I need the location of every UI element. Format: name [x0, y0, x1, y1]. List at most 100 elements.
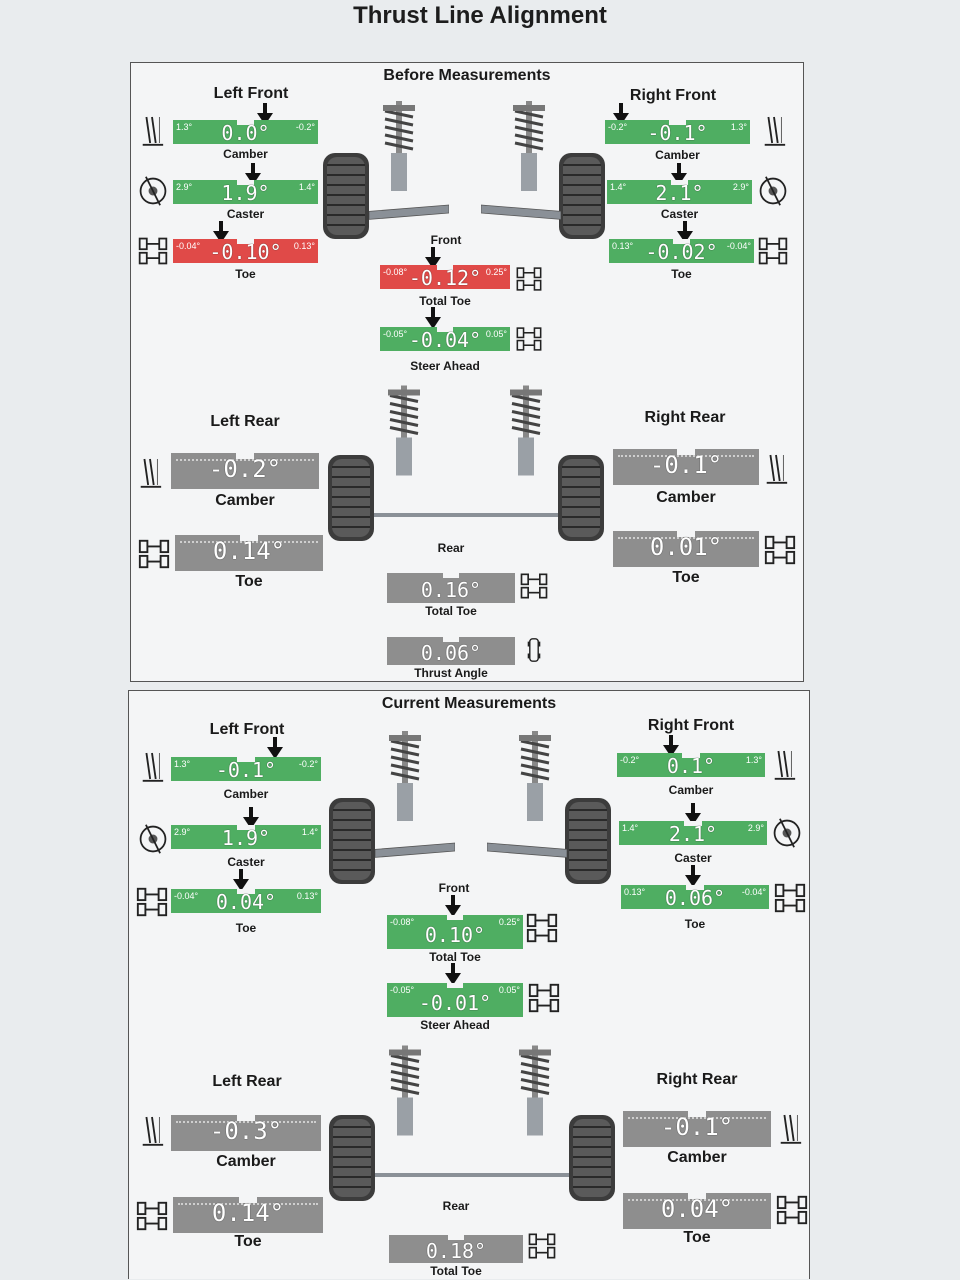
- camber-icon: [141, 116, 165, 146]
- current-rr-camber-gauge: -0.1°: [623, 1111, 771, 1147]
- gauge-value: -0.02°: [645, 240, 718, 264]
- rear-suspension-illustration: [327, 1043, 617, 1203]
- current-rf-caster-gauge: 1.4° 2.9° 2.1°: [619, 821, 767, 845]
- current-lr-toe-gauge: 0.14°: [173, 1197, 323, 1233]
- before-lf-caster-gauge: 2.9° 1.4° 1.9°: [173, 180, 318, 204]
- indicator-arrow-icon: [267, 737, 283, 759]
- gauge-value: 0.14°: [211, 1199, 285, 1227]
- gauge-value: 1.9°: [221, 181, 270, 205]
- camber-icon: [141, 752, 165, 782]
- current-rf-camber-gauge: -0.2° 1.3° 0.1°: [617, 753, 765, 777]
- gauge-label: Steer Ahead: [410, 359, 480, 373]
- indicator-arrow-icon: [233, 869, 249, 891]
- gauge-label: Camber: [655, 148, 700, 162]
- camber-icon: [141, 1116, 165, 1146]
- gauge-value: 2.1°: [668, 822, 718, 846]
- gauge-value: -0.1°: [215, 758, 277, 782]
- current-rear-total-toe-gauge: 0.18°: [389, 1235, 523, 1263]
- toe-icon: [136, 1201, 168, 1231]
- current-right-front-title: Right Front: [647, 717, 735, 734]
- gauge-value: 1.9°: [221, 826, 271, 850]
- gauge-label: Total Toe: [430, 1264, 482, 1278]
- gauge-label: Camber: [656, 489, 716, 506]
- current-left-rear-title: Left Rear: [212, 1073, 282, 1090]
- current-panel-title: Current Measurements: [381, 695, 557, 712]
- camber-icon: [765, 454, 789, 484]
- caster-icon: [139, 175, 167, 207]
- gauge-label: Camber: [216, 1153, 276, 1170]
- toe-icon: [136, 887, 168, 917]
- before-left-front-title: Left Front: [213, 85, 289, 102]
- gauge-label: Total Toe: [429, 950, 481, 964]
- before-rr-camber-gauge: -0.1°: [613, 449, 759, 485]
- gauge-value: -0.1°: [649, 451, 723, 479]
- gauge-label: Camber: [223, 147, 268, 161]
- rear-label: Rear: [442, 1199, 470, 1213]
- before-lf-toe-gauge: -0.04° 0.13° -0.10°: [173, 239, 318, 263]
- front-label: Front: [430, 233, 462, 247]
- before-right-rear-title: Right Rear: [644, 409, 726, 426]
- gauge-label: Caster: [226, 207, 265, 221]
- gauge-value: 0.0°: [221, 121, 270, 145]
- before-rf-toe-gauge: 0.13° -0.04° -0.02°: [609, 239, 754, 263]
- gauge-label: Total Toe: [419, 294, 471, 308]
- gauge-label: Toe: [235, 267, 256, 281]
- current-measurements-panel: Current Measurements Left Front 1.3° -0.…: [128, 690, 810, 1279]
- before-rf-caster-gauge: 1.4° 2.9° 2.1°: [607, 180, 752, 204]
- gauge-value: 0.06°: [420, 641, 482, 665]
- toe-icon: [758, 237, 788, 265]
- before-rr-toe-gauge: 0.01°: [613, 531, 759, 567]
- gauge-label: Toe: [671, 267, 692, 281]
- gauge-label: Toe: [234, 1233, 262, 1250]
- gauge-label: Toe: [235, 921, 257, 935]
- before-thrust-angle-gauge: 0.06°: [387, 637, 515, 665]
- gauge-value: -0.12°: [408, 266, 482, 290]
- before-panel-title: Before Measurements: [383, 67, 551, 84]
- indicator-arrow-icon: [445, 895, 461, 917]
- front-label: Front: [438, 881, 470, 895]
- gauge-value: -0.3°: [209, 1117, 283, 1145]
- before-measurements-panel: Before Measurements Left Front 1.3° -0.2…: [130, 62, 804, 682]
- gauge-label: Toe: [684, 917, 706, 931]
- current-lr-camber-gauge: -0.3°: [171, 1115, 321, 1151]
- indicator-arrow-icon: [685, 865, 701, 887]
- current-lf-camber-gauge: 1.3° -0.2° -0.1°: [171, 757, 321, 781]
- caster-icon: [773, 817, 801, 849]
- toe-icon: [520, 573, 548, 599]
- gauge-value: -0.2°: [208, 455, 282, 483]
- gauge-value: 0.14°: [212, 537, 286, 565]
- current-rr-toe-gauge: 0.04°: [623, 1193, 771, 1229]
- gauge-label: Camber: [668, 783, 714, 797]
- gauge-label: Total Toe: [425, 604, 477, 618]
- gauge-value: 0.04°: [660, 1195, 734, 1223]
- gauge-label: Camber: [667, 1149, 727, 1166]
- current-lf-toe-gauge: -0.04° 0.13° 0.04°: [171, 889, 321, 913]
- camber-icon: [773, 750, 797, 780]
- toe-icon: [138, 539, 170, 569]
- camber-icon: [139, 458, 163, 488]
- rear-suspension-illustration: [326, 383, 606, 543]
- gauge-label: Toe: [683, 1229, 711, 1246]
- current-lf-caster-gauge: 2.9° 1.4° 1.9°: [171, 825, 321, 849]
- gauge-label: Caster: [227, 855, 265, 869]
- toe-icon: [138, 237, 168, 265]
- before-right-front-title: Right Front: [629, 87, 717, 104]
- before-rear-total-toe-gauge: 0.16°: [387, 573, 515, 603]
- before-lf-camber-gauge: 1.3° -0.2° 0.0°: [173, 120, 318, 144]
- toe-icon: [764, 535, 796, 565]
- camber-icon: [763, 116, 787, 146]
- caster-icon: [139, 823, 167, 855]
- gauge-value: 0.10°: [424, 923, 486, 947]
- current-left-front-title: Left Front: [209, 721, 285, 738]
- document-title: Thrust Line Alignment: [353, 2, 607, 29]
- car-icon: [527, 638, 541, 662]
- current-right-rear-title: Right Rear: [656, 1071, 738, 1088]
- toe-icon: [776, 1195, 808, 1225]
- gauge-label: Caster: [660, 207, 699, 221]
- gauge-label: Camber: [215, 492, 275, 509]
- camber-icon: [779, 1114, 803, 1144]
- gauge-label: Caster: [674, 851, 712, 865]
- toe-icon: [516, 267, 542, 291]
- gauge-value: 0.06°: [664, 886, 726, 910]
- front-suspension-illustration: [321, 99, 607, 241]
